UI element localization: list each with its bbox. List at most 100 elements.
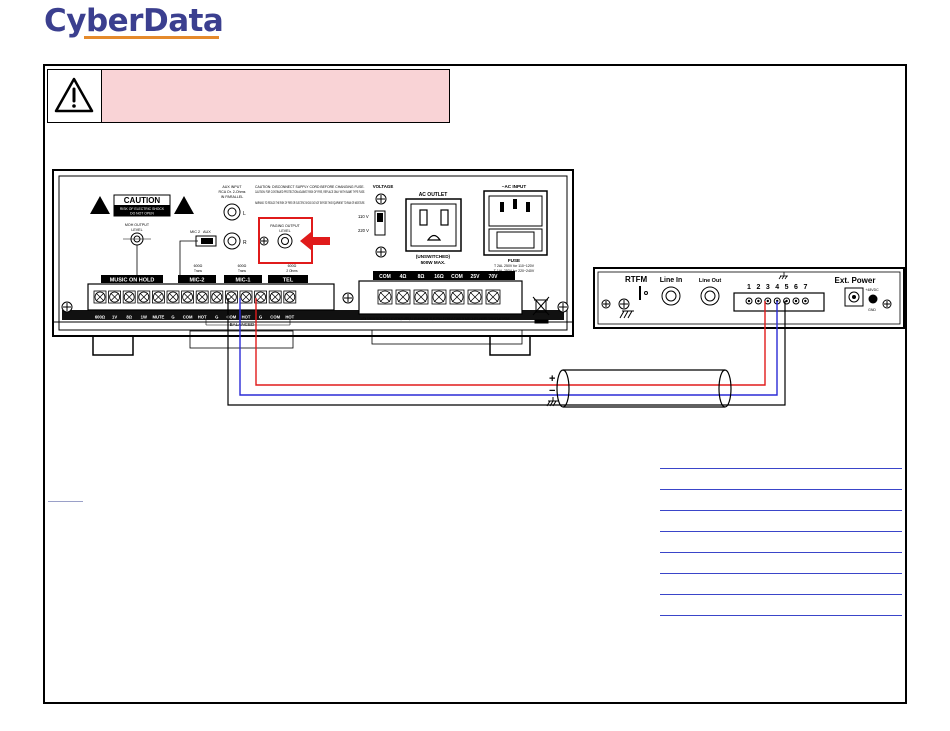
ext-power-sub-2: GND [868, 308, 876, 312]
cable-ground-icon [546, 397, 558, 407]
warning-icon-cell [48, 70, 102, 122]
speaker-terminal-label: 70V [489, 274, 499, 280]
input-terminal-label: COM [183, 315, 193, 320]
speaker-terminal-screw[interactable] [395, 289, 411, 305]
voltage-selector-switch[interactable] [374, 210, 386, 236]
paging-output-knob[interactable] [277, 233, 293, 249]
input-terminal-label: G [215, 315, 218, 320]
ext-power-sub-1: +48VDC [865, 288, 879, 292]
input-terminal-screw[interactable] [268, 290, 282, 304]
speaker-terminal-screw[interactable] [485, 289, 501, 305]
caution-fuse-line-2: CAUTION: FOR CONTINUED PROTECTION AGAINS… [255, 190, 365, 194]
blank-line [660, 594, 902, 595]
ext-power-label: Ext. Power [835, 276, 876, 285]
input-terminal-screw[interactable] [122, 290, 136, 304]
rtfm-terminal-screw[interactable] [754, 297, 762, 305]
speaker-terminal-screw[interactable] [413, 289, 429, 305]
speaker-terminal-screw[interactable] [377, 289, 393, 305]
group-tel-label: TEL [283, 278, 294, 284]
rtfm-terminal-number: 5 [785, 284, 789, 291]
input-terminal-screw[interactable] [181, 290, 195, 304]
ohm-label-tel: 600Ω [288, 264, 297, 268]
aux-l-jack[interactable] [223, 203, 241, 221]
rtfm-terminal-number: 7 [803, 284, 807, 291]
short-underline [48, 501, 83, 502]
line-in-label: Line In [660, 277, 683, 284]
moh-output-label-2: LEVEL [131, 228, 142, 232]
speaker-terminal-screw[interactable] [449, 289, 465, 305]
input-terminal-screw[interactable] [239, 290, 253, 304]
input-terminal-label: HOT [242, 315, 251, 320]
aux-input-label-3: IN PARALLEL [221, 195, 244, 199]
input-terminal-screw[interactable] [108, 290, 121, 304]
input-terminal-label: G [171, 315, 174, 320]
cable-minus-label: − [549, 385, 555, 397]
voltage-220-label: 220 V [358, 228, 369, 233]
speaker-terminal-screw[interactable] [431, 289, 447, 305]
moh-output-label-1: MOH OUTPUT [125, 223, 150, 227]
fuse-line-1: T 2AL 250V for 110~120V [494, 264, 535, 268]
shock-warning-icon [90, 196, 110, 214]
speaker-terminal-screw[interactable] [467, 289, 483, 305]
ohm-label-mic1-sub: Trans [238, 269, 246, 273]
rtfm-terminal-screw[interactable] [792, 297, 800, 305]
negative-wire [239, 298, 778, 396]
rtfm-terminal-screw[interactable] [745, 297, 753, 305]
rtfm-ground-icon [619, 310, 634, 319]
rtfm-terminal-number: 4 [775, 284, 779, 291]
input-terminal-screw[interactable] [93, 290, 107, 304]
paging-output-label-2: LEVEL [279, 229, 290, 233]
input-terminal-screw[interactable] [166, 290, 180, 304]
ac-outlet-note-2: 500W MAX. [421, 260, 446, 265]
input-terminal-screw[interactable] [195, 290, 209, 304]
input-terminal-label: COM [270, 315, 280, 320]
cable-end-right [718, 369, 732, 408]
line-out-jack[interactable] [700, 286, 720, 306]
input-terminal-screw[interactable] [224, 290, 238, 304]
diagram-frame [43, 64, 907, 704]
rtfm-terminal-ground-icon [778, 272, 788, 280]
rtfm-terminal-screws [745, 297, 809, 305]
group-moh-bar [101, 275, 163, 283]
caution-title: CAUTION [124, 196, 161, 205]
logo-underline [84, 36, 219, 39]
rtfm-terminal-screw[interactable] [801, 297, 809, 305]
rtfm-terminal-number: 6 [794, 284, 798, 291]
input-terminal-label: 1W [141, 315, 147, 320]
input-terminal-screw[interactable] [254, 290, 268, 304]
group-tel-bar [268, 275, 308, 283]
blank-line [660, 489, 902, 490]
blank-line [660, 552, 902, 553]
blank-fill-lines [660, 468, 902, 636]
input-terminal-label: 1V [112, 315, 117, 320]
line-out-label: Line Out [699, 278, 721, 284]
group-mic2-bar [178, 275, 216, 283]
wiring-cable [227, 298, 786, 408]
input-terminal-screw[interactable] [210, 290, 224, 304]
input-terminal-screw[interactable] [283, 290, 297, 304]
group-mic2-label: MIC-2 [190, 278, 205, 284]
group-moh-label: MUSIC ON HOLD [110, 278, 155, 284]
warning-triangle-icon [54, 77, 94, 113]
cable-end-left [556, 369, 570, 408]
aux-input-label-1: AUX INPUT [222, 185, 242, 189]
amp-foot-left [92, 333, 134, 356]
line-in-jack[interactable] [661, 286, 681, 306]
cable-plus-label: + [549, 373, 555, 385]
speaker-terminal-header [373, 271, 515, 280]
input-terminal-label: HOT [285, 315, 294, 320]
caution-fuse-line-1: CAUTION: DISCONNECT SUPPLY CORD BEFORE C… [255, 185, 365, 189]
input-terminal-label: G [259, 315, 262, 320]
ac-outlet-note-1: (UNSWITCHED) [416, 254, 451, 259]
ext-power-terminal [868, 294, 878, 304]
input-terminal-screw[interactable] [137, 290, 151, 304]
caution-sub-1: RISK OF ELECTRIC SHOCK [120, 207, 165, 211]
input-terminal-screw[interactable] [151, 290, 165, 304]
paging-output-label-1: PAGING OUTPUT [270, 224, 300, 228]
aux-r-jack[interactable] [223, 232, 241, 250]
fuse-title: FUSE [508, 258, 520, 263]
input-terminal-label: COM [227, 315, 237, 320]
ohm-label-mic1: 600Ω [238, 264, 247, 268]
